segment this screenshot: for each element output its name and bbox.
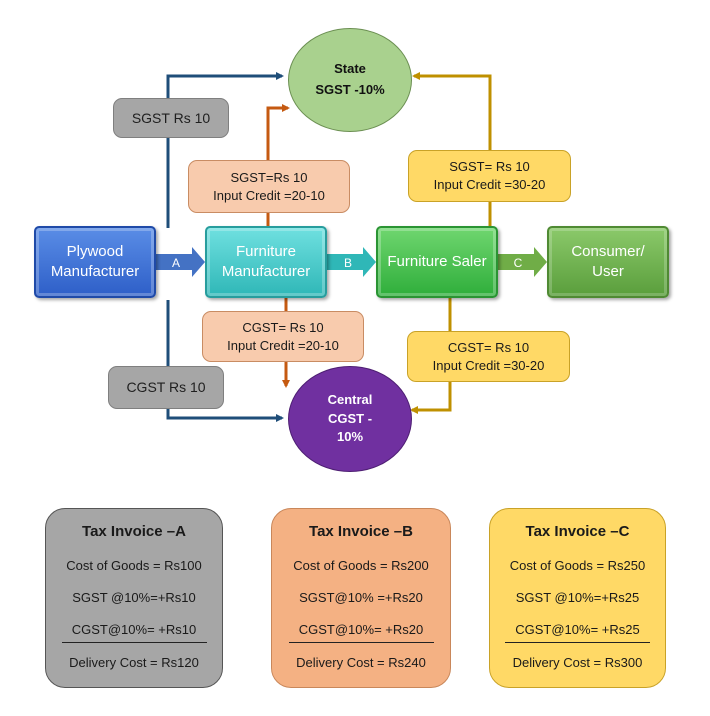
sgst-manufacturer-note: SGST=Rs 10 Input Credit =20-10 bbox=[188, 160, 350, 213]
flow-arrow-c: C bbox=[498, 247, 547, 277]
cgst-manufacturer-note: CGST= Rs 10 Input Credit =20-10 bbox=[202, 311, 364, 362]
tax-invoice-a-sgst: SGST @10%=+Rs10 bbox=[72, 590, 196, 605]
sgst-saler-credit: Input Credit =30-20 bbox=[433, 177, 546, 192]
consumer-user-box: Consumer/ User bbox=[547, 226, 669, 298]
furniture-manufacturer-label: Furniture Manufacturer bbox=[221, 242, 311, 280]
central-rate-line1: CGST - bbox=[327, 410, 373, 426]
flow-label-c: C bbox=[514, 256, 523, 270]
state-sgst-circle: State SGST -10% bbox=[288, 28, 412, 132]
cgst-plywood-label: CGST Rs 10 bbox=[108, 366, 224, 409]
tax-invoice-b-sgst: SGST@10% =+Rs20 bbox=[299, 590, 423, 605]
sgst-manufacturer-credit: Input Credit =20-10 bbox=[213, 187, 325, 203]
plywood-to-central-connector bbox=[166, 300, 284, 422]
tax-invoice-b-delivery: Delivery Cost = Rs240 bbox=[296, 655, 426, 670]
tax-invoice-a-delivery: Delivery Cost = Rs120 bbox=[69, 655, 199, 670]
cgst-saler-note: CGST= Rs 10 Input Credit =30-20 bbox=[407, 331, 570, 382]
cgst-plywood-text: CGST Rs 10 bbox=[126, 379, 206, 396]
tax-invoice-b-divider bbox=[288, 642, 434, 643]
state-rate: SGST -10% bbox=[315, 82, 385, 97]
tax-invoice-a-cgst: CGST@10%= +Rs10 bbox=[71, 622, 197, 637]
consumer-user-label: Consumer/ User bbox=[571, 242, 645, 280]
tax-invoice-c-title: Tax Invoice –C bbox=[525, 523, 630, 540]
tax-invoice-b-cost: Cost of Goods = Rs200 bbox=[293, 558, 429, 573]
tax-invoice-c-card: Tax Invoice –C Cost of Goods = Rs250 SGS… bbox=[489, 508, 666, 688]
flow-arrow-b: B bbox=[327, 247, 376, 277]
flow-label-b: B bbox=[344, 256, 352, 270]
flow-arrow-a: A bbox=[156, 247, 205, 277]
sgst-saler-note: SGST= Rs 10 Input Credit =30-20 bbox=[408, 150, 571, 202]
furniture-manufacturer-box: Furniture Manufacturer bbox=[205, 226, 327, 298]
tax-invoice-a-title: Tax Invoice –A bbox=[82, 523, 186, 540]
tax-invoice-c-cost: Cost of Goods = Rs250 bbox=[509, 558, 646, 573]
tax-invoice-c-sgst: SGST @10%=+Rs25 bbox=[515, 590, 640, 605]
plywood-to-state-connector bbox=[166, 72, 284, 228]
tax-invoice-a-card: Tax Invoice –A Cost of Goods = Rs100 SGS… bbox=[45, 508, 223, 688]
tax-invoice-c-delivery: Delivery Cost = Rs300 bbox=[512, 655, 643, 670]
central-cgst-circle: Central CGST - 10% bbox=[288, 366, 412, 472]
tax-invoice-b-card: Tax Invoice –B Cost of Goods = Rs200 SGS… bbox=[271, 508, 451, 688]
flow-label-a: A bbox=[172, 256, 180, 270]
cgst-manufacturer-amount: CGST= Rs 10 bbox=[242, 319, 324, 335]
tax-invoice-c-divider bbox=[505, 642, 650, 643]
sgst-saler-amount: SGST= Rs 10 bbox=[449, 159, 530, 175]
cgst-manufacturer-credit: Input Credit =20-10 bbox=[227, 337, 339, 353]
state-title: State bbox=[334, 61, 366, 77]
furniture-saler-box: Furniture Saler bbox=[376, 226, 498, 298]
cgst-saler-amount: CGST= Rs 10 bbox=[447, 339, 530, 355]
tax-invoice-a-cost: Cost of Goods = Rs100 bbox=[66, 558, 202, 573]
sgst-plywood-label: SGST Rs 10 bbox=[113, 98, 229, 138]
sgst-manufacturer-amount: SGST=Rs 10 bbox=[230, 169, 308, 185]
plywood-manufacturer-box: Plywood Manufacturer bbox=[34, 226, 156, 298]
central-title: Central bbox=[327, 391, 373, 407]
sgst-plywood-text: SGST Rs 10 bbox=[131, 109, 211, 126]
furniture-saler-label: Furniture Saler bbox=[387, 252, 487, 270]
cgst-saler-credit: Input Credit =30-20 bbox=[432, 357, 545, 373]
tax-invoice-b-cgst: CGST@10%= +Rs20 bbox=[298, 622, 424, 637]
tax-invoice-a-divider bbox=[61, 642, 207, 643]
tax-invoice-b-title: Tax Invoice –B bbox=[309, 523, 413, 540]
central-rate-line2: 10% bbox=[336, 429, 364, 445]
plywood-manufacturer-label: Plywood Manufacturer bbox=[50, 242, 140, 280]
tax-invoice-c-cgst: CGST@10%= +Rs25 bbox=[515, 622, 640, 637]
